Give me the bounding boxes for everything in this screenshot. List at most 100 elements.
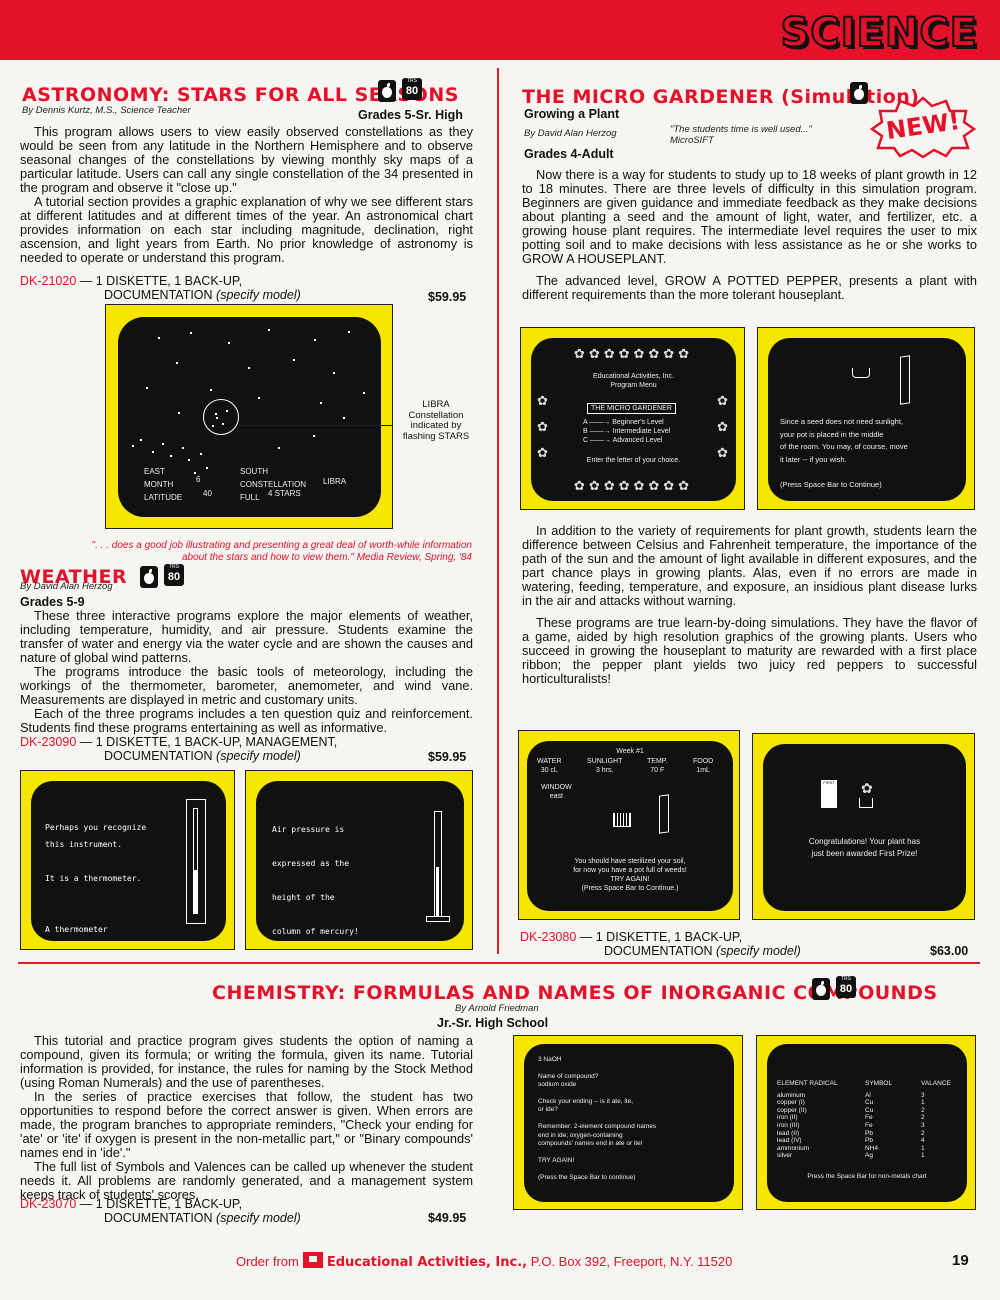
table-cell: 1 <box>921 1152 925 1160</box>
chemistry-price: $49.95 <box>428 1211 467 1225</box>
weather-title: WEATHER <box>20 566 128 588</box>
table-cell: SYMBOL <box>865 1080 893 1087</box>
weather-paragraph: The programs introduce the basic tools o… <box>20 664 473 707</box>
table-cell: 3 <box>921 1121 925 1129</box>
header-bar <box>0 0 1000 60</box>
barometer-screenshot: Air pressure is expressed as the height … <box>245 770 473 950</box>
plant-icon: ✿ <box>861 780 873 796</box>
table-cell: 2 <box>921 1129 925 1137</box>
gardener-author: By David Alan Herzog <box>524 128 617 139</box>
gardener-paragraph: Now there is a way for students to study… <box>522 167 977 266</box>
table-cell: Cu <box>865 1099 874 1107</box>
gardener-paragraph: In addition to the variety of requiremen… <box>522 523 977 608</box>
table-row: silver Ag 1 <box>777 1152 963 1160</box>
screen-text-line: sodium oxide <box>538 1081 577 1089</box>
apple-icon <box>812 978 830 1000</box>
screen-text-line: (Press Space Bar to Continue) <box>780 479 882 489</box>
astronomy-author: By Dennis Kurtz, M.S., Science Teacher <box>22 105 191 116</box>
gardener-description-2: In addition to the variety of requiremen… <box>522 524 977 686</box>
table-cell: NH4 <box>865 1144 879 1152</box>
astronomy-title: ASTRONOMY: STARS FOR ALL SEASONS <box>22 84 459 106</box>
product-code: DK-21020 <box>20 274 77 288</box>
chemistry-description: This tutorial and practice program gives… <box>20 1034 473 1202</box>
screen-text-line: Since a seed does not need sunlight, <box>780 417 904 426</box>
table-cell: 1 <box>921 1144 925 1152</box>
pot-icon <box>852 368 870 378</box>
table-cell: aluminum <box>777 1091 806 1099</box>
screen-text-line: of the room. You may, of course, move <box>780 442 908 451</box>
table-cell: 2 <box>921 1106 925 1114</box>
table-cell: Fe <box>865 1121 873 1129</box>
screen-text-line: for now you have a pot full of weeds! <box>573 867 687 874</box>
weather-price: $59.95 <box>428 750 467 764</box>
table-cell: 4 <box>921 1137 925 1145</box>
astronomy-paragraph: A tutorial section provides a graphic ex… <box>20 194 473 265</box>
table-cell: 3 <box>921 1091 925 1099</box>
product-code: DK-23090 <box>20 735 77 749</box>
screen-text-line: height of the <box>272 893 335 902</box>
window-icon <box>659 794 669 834</box>
screen-text-line: TRY AGAIN! <box>538 1156 575 1164</box>
weather-paragraph: These three interactive programs explore… <box>20 608 473 665</box>
table-cell: 2 <box>921 1114 925 1122</box>
screen-text-line: Name of compound? <box>538 1072 599 1080</box>
table-cell: Pb <box>865 1129 873 1137</box>
screen-text-line: 3 NaOH <box>538 1056 562 1063</box>
plant-border-icon: ✿✿✿ <box>717 393 728 460</box>
chemistry-paragraph: The full list of Symbols and Valences ca… <box>20 1159 473 1202</box>
screen-text-line <box>780 466 908 479</box>
plant-border-icon: ✿✿✿✿✿✿✿✿ <box>573 478 694 493</box>
screen-text-line: or ide? <box>538 1106 558 1114</box>
screen-text-line <box>538 1148 656 1156</box>
star-map-display: EAST SOUTH MONTH 6 CONSTELLATION LIBRA L… <box>118 317 381 517</box>
chemistry-paragraph: This tutorial and practice program gives… <box>20 1033 473 1090</box>
weather-paragraph: Each of the three programs includes a te… <box>20 706 473 735</box>
page-number: 19 <box>952 1252 969 1269</box>
gardener-description: Now there is a way for students to study… <box>522 168 977 302</box>
table-cell: silver <box>777 1152 793 1160</box>
column-divider <box>497 68 499 954</box>
product-code: DK-23080 <box>520 930 577 944</box>
window-icon <box>900 355 910 405</box>
gardener-review-quote: "The students time is well used..." Micr… <box>670 124 812 146</box>
screen-text-line: TRY AGAIN! <box>610 876 650 883</box>
screen-text-line: You should have sterilized your soil, <box>574 858 686 865</box>
table-cell: copper (I) <box>777 1099 805 1107</box>
section-title: SCIENCE <box>779 9 978 57</box>
weeds-pot-icon <box>613 813 631 827</box>
astronomy-price: $59.95 <box>428 290 467 304</box>
astronomy-review-quote: ". . . does a good job illustrating and … <box>91 540 472 563</box>
product-code: DK-23070 <box>20 1197 77 1211</box>
table-cell: Ag <box>865 1152 873 1160</box>
gardener-subtitle: Growing a Plant <box>524 107 620 121</box>
screen-text-line: your pot is placed in the middle <box>780 429 884 439</box>
compound-quiz-screenshot: 3 NaOH Name of compound?sodium oxide Che… <box>513 1035 743 1210</box>
plant-border-icon: ✿✿✿✿✿✿✿✿ <box>573 346 694 361</box>
screen-text-line <box>45 904 165 921</box>
gardener-price: $63.00 <box>930 944 969 958</box>
table-cell: lead (II) <box>777 1129 800 1137</box>
weather-author: By David Alan Herzog <box>20 581 113 592</box>
weather-description: These three interactive programs explore… <box>20 609 473 735</box>
mercury-column-icon <box>434 811 442 917</box>
gardener-paragraph: The advanced level, GROW A POTTED PEPPER… <box>522 273 977 302</box>
screen-text-line <box>45 853 165 870</box>
table-cell: ELEMENT RADICAL <box>777 1080 838 1087</box>
ea-logo-icon <box>302 1252 323 1268</box>
screen-text-line: column of mercury! <box>272 927 359 936</box>
screen-text-line: measures temperature! <box>45 938 165 941</box>
thermometer-icon <box>186 799 206 924</box>
barometer-display: Air pressure is expressed as the height … <box>256 781 464 941</box>
sunlight-screenshot: Since a seed does not need sunlight, your… <box>757 327 975 510</box>
